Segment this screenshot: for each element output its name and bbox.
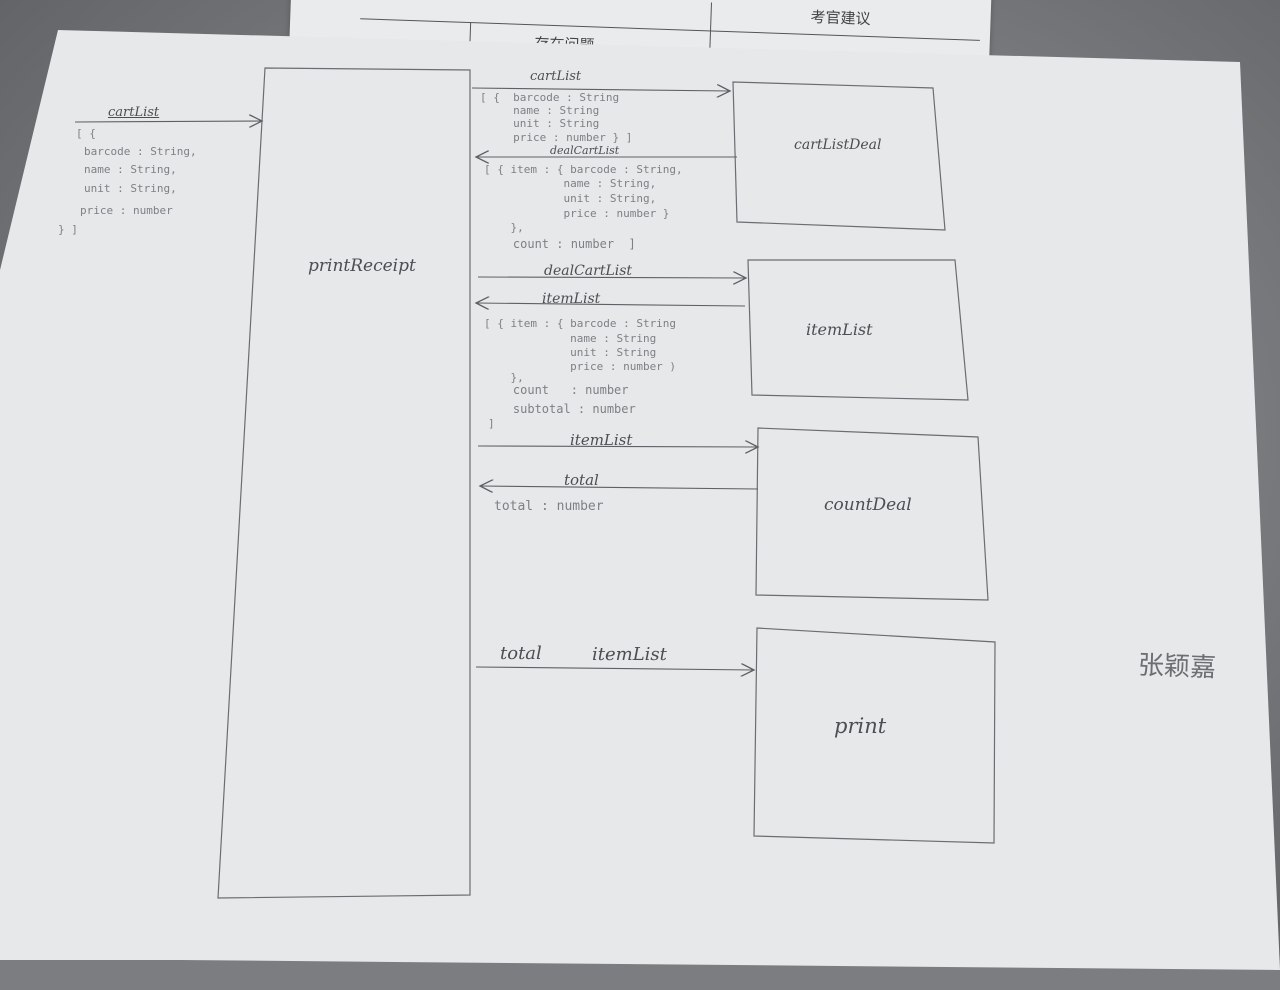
schema-dealCartList-line: }, xyxy=(484,221,524,234)
arrow-label-itemList-final: itemList xyxy=(592,644,667,665)
arrow-total-itemList xyxy=(475,667,754,670)
author-signature: 张颖嘉 xyxy=(1137,650,1217,684)
arrow-label-cartList: cartList xyxy=(530,69,582,84)
arrow-itemList-return xyxy=(476,303,746,306)
input-schema-line: unit : String, xyxy=(84,182,177,195)
schema-itemList-line: }, xyxy=(484,371,524,384)
arrow-cartList xyxy=(471,88,730,91)
input-schema-line: price : number xyxy=(80,204,173,217)
schema-cartList-line: name : String xyxy=(480,104,600,117)
schema-dealCartList-line: price : number } xyxy=(484,207,670,220)
arrow-label-itemList: itemList xyxy=(570,431,633,449)
input-schema-line: } ] xyxy=(58,223,78,236)
schema-itemList-line: count : number xyxy=(484,383,629,397)
arrow-label-total-return: total xyxy=(564,471,599,489)
paper-sheet xyxy=(0,30,1280,970)
arrow-total-return xyxy=(480,486,759,489)
input-schema-line: name : String, xyxy=(84,163,177,176)
input-schema-line: barcode : String, xyxy=(84,145,197,158)
schema-itemList-line: [ { item : { barcode : String xyxy=(484,317,677,330)
arrow-label-dealCartList-return: dealCartList xyxy=(550,144,620,157)
arrow-label-total: total xyxy=(500,643,542,664)
arrow-label-itemList-return: itemList xyxy=(542,291,601,307)
box-label-printReceipt: printReceipt xyxy=(308,256,416,276)
schema-dealCartList-line: [ { item : { barcode : String, xyxy=(484,163,683,176)
box-label-countDeal: countDeal xyxy=(824,495,912,515)
input-schema-line: [ { xyxy=(76,127,96,140)
box-cartListDeal-outline xyxy=(732,81,946,231)
schema-dealCartList-line: count : number ] xyxy=(484,237,636,251)
input-label-cartList: cartList xyxy=(108,105,160,120)
diagram-lines xyxy=(74,67,996,899)
schema-dealCartList-line: name : String, xyxy=(484,177,657,190)
schema-itemList-line: name : String xyxy=(484,332,657,345)
box-print-outline xyxy=(753,627,996,844)
arrow-input-cartList xyxy=(74,121,262,122)
arrow-itemList xyxy=(477,446,758,447)
box-countDeal-outline xyxy=(755,427,989,601)
schema-cartList-line: price : number } ] xyxy=(480,131,633,144)
arrow-dealCartList xyxy=(477,277,746,278)
schema-cartList-line: [ { barcode : String xyxy=(480,91,620,104)
arrow-label-dealCartList: dealCartList xyxy=(544,263,633,279)
schema-cartList-line: unit : String xyxy=(480,117,600,130)
schema-itemList-line: subtotal : number xyxy=(484,402,636,416)
schema-dealCartList-line: unit : String, xyxy=(484,192,657,205)
schema-total: total : number xyxy=(494,499,604,514)
box-label-itemList: itemList xyxy=(806,320,873,339)
schema-itemList-line: price : number ) xyxy=(484,360,677,373)
schema-itemList-line: unit : String xyxy=(484,346,657,359)
box-label-print: print xyxy=(834,714,887,738)
box-printReceipt-outline xyxy=(217,67,471,899)
schema-itemList-line: ] xyxy=(488,417,495,430)
box-label-cartListDeal: cartListDeal xyxy=(794,137,882,153)
box-itemList-outline xyxy=(747,259,969,401)
